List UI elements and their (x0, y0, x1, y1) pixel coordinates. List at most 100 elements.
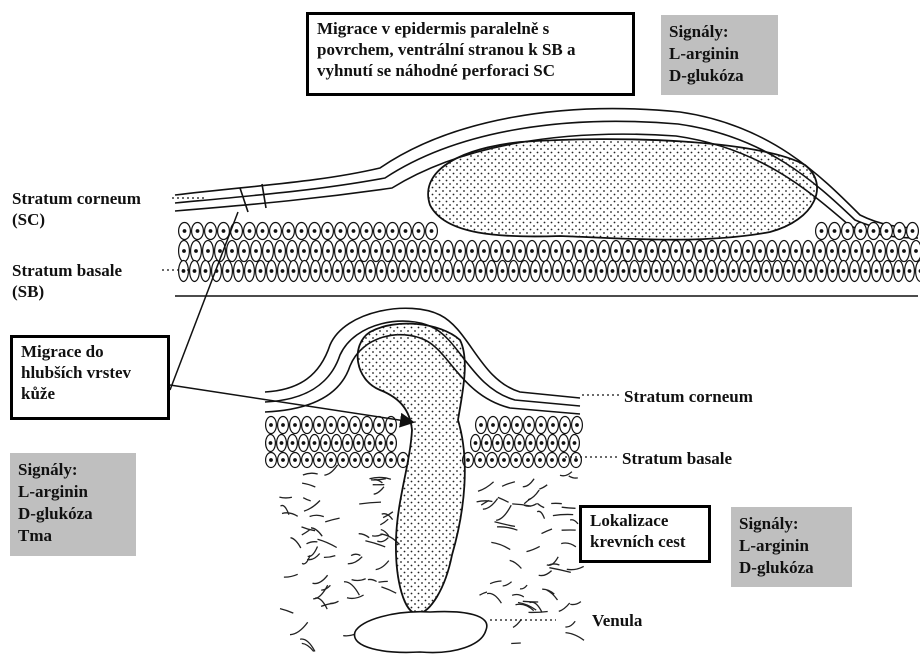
dermis-fiber (561, 543, 576, 547)
dermis-fiber (527, 546, 540, 551)
top-cell-nucleus (411, 250, 414, 253)
bottom-cell-nucleus (306, 424, 309, 427)
top-cell-nucleus (490, 270, 493, 273)
bottom-cell-nucleus (551, 459, 554, 462)
bottom-cell-nucleus (302, 442, 305, 445)
top-cell-nucleus (315, 250, 318, 253)
migration-deeper-line-2: hlubších vrstev (21, 362, 159, 383)
top-cell-nucleus (867, 250, 870, 253)
top-cell-nucleus (897, 270, 900, 273)
top-cell-nucleus (903, 250, 906, 253)
top-cell-nucleus (875, 270, 878, 273)
top-cell-nucleus (879, 250, 882, 253)
top-cell-nucleus (380, 270, 383, 273)
bottom-cell-nucleus (330, 424, 333, 427)
signals-left-line-2: L-arginin (18, 481, 128, 503)
top-cell-nucleus (911, 230, 914, 233)
top-cell-nucleus (711, 250, 714, 253)
bottom-cell-nucleus (528, 424, 531, 427)
bottom-cell-nucleus (507, 442, 510, 445)
top-cell-nucleus (783, 250, 786, 253)
bottom-cell-nucleus (366, 424, 369, 427)
top-cell-nucleus (446, 270, 449, 273)
bottom-cell-nucleus (378, 424, 381, 427)
dermis-fiber (502, 482, 515, 487)
localization-box: Lokalizace krevních cest (579, 505, 711, 563)
dermis-fiber (548, 564, 559, 565)
dermis-fiber (352, 579, 366, 581)
dermis-fiber (483, 499, 498, 510)
dermis-fiber (284, 574, 298, 577)
signals-left-line-1: Signály: (18, 459, 128, 481)
dermis-fiber (566, 633, 585, 641)
top-cell-nucleus (196, 230, 199, 233)
dermis-fiber (313, 575, 328, 583)
bottom-cell-nucleus (324, 442, 327, 445)
dermis-fiber (282, 513, 298, 516)
top-cell-nucleus (402, 270, 405, 273)
dermis-fiber (567, 566, 584, 569)
bottom-cell-nucleus (576, 424, 579, 427)
dermis-fiber (510, 560, 522, 568)
dermis-fiber (324, 556, 335, 558)
top-cell-nucleus (787, 270, 790, 273)
top-cell-nucleus (591, 250, 594, 253)
dermis-fiber (537, 503, 544, 507)
signals-left-line-3: D-glukóza (18, 503, 128, 525)
dermis-fiber (302, 483, 315, 487)
top-cell-nucleus (391, 270, 394, 273)
top-cell-nucleus (365, 230, 368, 233)
bottom-cell-nucleus (282, 424, 285, 427)
top-cell-nucleus (735, 250, 738, 253)
top-cell-nucleus (351, 250, 354, 253)
top-cell-nucleus (387, 250, 390, 253)
top-cell-nucleus (363, 250, 366, 253)
top-cell-nucleus (327, 250, 330, 253)
bottom-cell-nucleus (504, 424, 507, 427)
top-cell-nucleus (512, 270, 515, 273)
dermis-fiber (562, 507, 576, 508)
label-sc-top: Stratum corneum (SC) (12, 188, 141, 230)
top-cell-nucleus (611, 270, 614, 273)
top-cell-nucleus (915, 250, 918, 253)
top-cell-nucleus (842, 270, 845, 273)
bottom-cell-nucleus (291, 442, 294, 445)
top-cell-nucleus (507, 250, 510, 253)
label-sb-top-line-1: Stratum basale (12, 260, 122, 281)
bottom-cell-nucleus (552, 424, 555, 427)
dermis-fiber (512, 504, 531, 506)
dermis-fiber (308, 547, 318, 557)
top-cell-nucleus (404, 230, 407, 233)
top-cell-nucleus (579, 250, 582, 253)
bottom-cell-nucleus (485, 442, 488, 445)
label-sb-bottom: Stratum basale (622, 448, 732, 469)
signals-top-line-1: Signály: (669, 21, 770, 43)
dermis-fiber (280, 609, 293, 614)
top-cell-nucleus (820, 230, 823, 233)
dermis-fiber (570, 602, 581, 605)
top-cell-nucleus (183, 250, 186, 253)
dermis-fiber (330, 601, 338, 603)
label-venula: Venula (592, 610, 642, 631)
dermis-fiber (348, 557, 362, 564)
top-cell-nucleus (471, 250, 474, 253)
bottom-cell-nucleus (378, 459, 381, 462)
signals-top-box: Signály: L-arginin D-glukóza (661, 15, 778, 95)
bottom-cell-nucleus (294, 459, 297, 462)
dermis-fiber (382, 514, 393, 520)
label-sc-bottom: Stratum corneum (624, 386, 753, 407)
top-cell-nucleus (336, 270, 339, 273)
bottom-cell-nucleus (354, 424, 357, 427)
top-cell-nucleus (819, 250, 822, 253)
top-cell-nucleus (207, 250, 210, 253)
top-cell-nucleus (459, 250, 462, 253)
bottom-cell-nucleus (318, 459, 321, 462)
top-cell-nucleus (589, 270, 592, 273)
top-cell-nucleus (855, 250, 858, 253)
top-cell-nucleus (859, 230, 862, 233)
top-cell-nucleus (578, 270, 581, 273)
top-cell-nucleus (274, 230, 277, 233)
top-cell-nucleus (898, 230, 901, 233)
top-cell-nucleus (872, 230, 875, 233)
top-cell-nucleus (519, 250, 522, 253)
